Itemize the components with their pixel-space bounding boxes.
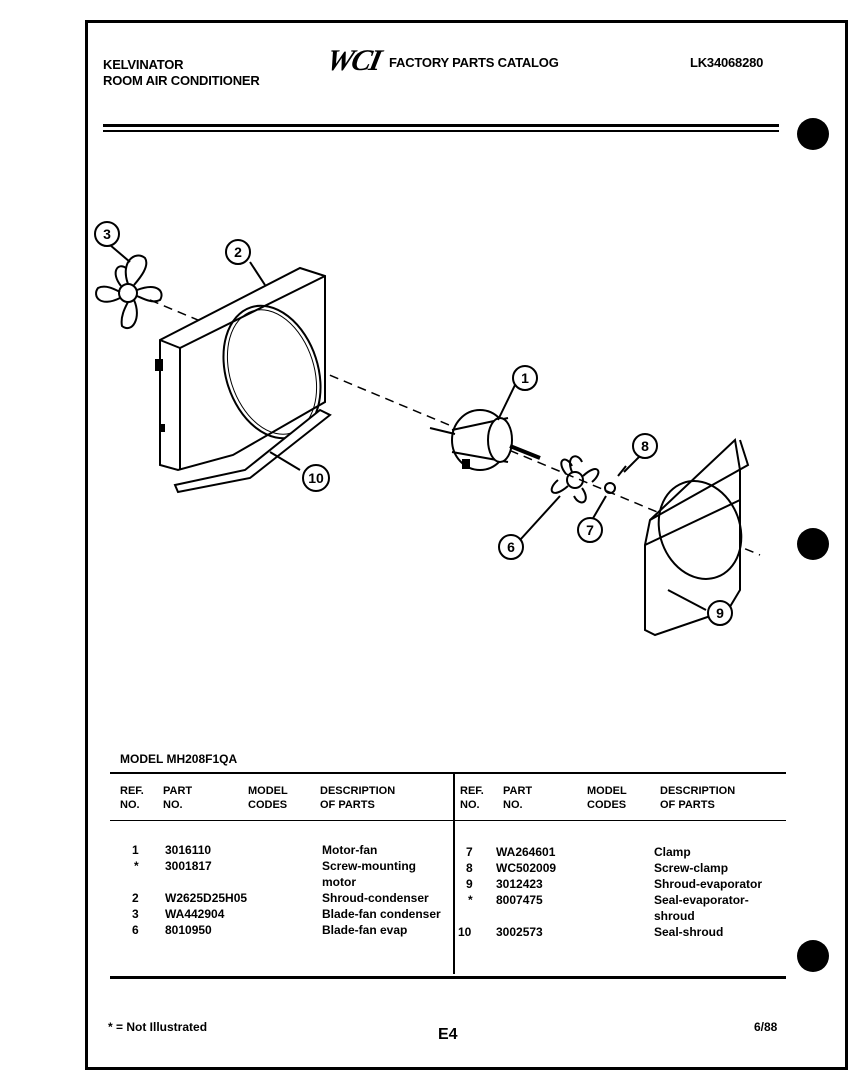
table-header-rule xyxy=(110,820,786,821)
punch-hole-icon xyxy=(797,528,829,560)
col-header-desc: DESCRIPTION OF PARTS xyxy=(660,785,736,811)
ref-cell: 10 xyxy=(458,925,472,939)
brand-name: KELVINATOR xyxy=(103,57,184,72)
fan-motor xyxy=(429,409,541,471)
catalog-number: LK34068280 xyxy=(690,55,764,70)
desc-cell: Shroud-evaporator xyxy=(654,877,763,891)
part-cell: 3016110 xyxy=(165,843,212,857)
part-cell: WA442904 xyxy=(165,907,225,921)
col-header-ref: REF. NO. xyxy=(460,785,484,811)
catalog-title: FACTORY PARTS CATALOG xyxy=(389,55,559,70)
punch-hole-icon xyxy=(797,118,829,150)
ref-cell: 2 xyxy=(132,891,139,905)
product-name: ROOM AIR CONDITIONER xyxy=(103,73,260,88)
part-cell: 3002573 xyxy=(496,925,543,939)
desc-cell: Seal-shroud xyxy=(654,925,724,939)
col-header-part: PART NO. xyxy=(163,785,193,811)
desc-cell: Clamp xyxy=(654,845,691,859)
clamp xyxy=(604,482,616,494)
callout-6: 6 xyxy=(498,534,524,560)
part-cell: WA264601 xyxy=(496,845,556,859)
seal-shroud xyxy=(173,408,332,494)
ref-cell: 9 xyxy=(466,877,473,891)
screw-clamp xyxy=(617,465,627,477)
callout-3: 3 xyxy=(94,221,120,247)
desc-cell: Seal-evaporator- xyxy=(654,893,749,907)
punch-hole-icon xyxy=(797,940,829,972)
desc-cell: Motor-fan xyxy=(322,843,378,857)
col-header-ref: REF. NO. xyxy=(120,785,144,811)
svg-text:8: 8 xyxy=(641,438,649,454)
part-cell: 3012423 xyxy=(496,877,543,891)
desc-cell: shroud xyxy=(654,909,695,923)
page-number: E4 xyxy=(438,1026,458,1043)
svg-text:10: 10 xyxy=(308,470,324,486)
ref-cell: 1 xyxy=(132,843,139,857)
condenser-fan-blade xyxy=(95,254,163,329)
callout-10: 10 xyxy=(302,464,330,492)
exploded-parts-diagram: 3 2 1 8 10 7 6 9 xyxy=(94,221,761,637)
svg-text:2: 2 xyxy=(234,244,242,260)
part-cell: WC502009 xyxy=(496,861,557,875)
callout-8: 8 xyxy=(632,433,658,459)
part-cell: 8010950 xyxy=(165,923,212,937)
col-header-codes: MODEL CODES xyxy=(587,785,627,811)
parts-table: REF. NO. PART NO. MODEL CODES DESCRIPTIO… xyxy=(110,772,786,979)
ref-cell: 6 xyxy=(132,923,139,937)
svg-text:6: 6 xyxy=(507,539,515,555)
desc-cell: Blade-fan condenser xyxy=(322,907,441,921)
ref-cell: 3 xyxy=(132,907,139,921)
col-header-desc: DESCRIPTION OF PARTS xyxy=(320,785,396,811)
svg-text:1: 1 xyxy=(521,370,529,386)
ref-cell: * xyxy=(134,859,139,873)
col-header-part: PART NO. xyxy=(503,785,533,811)
table-divider xyxy=(453,774,455,974)
page-frame xyxy=(85,20,848,1070)
ref-cell: 8 xyxy=(466,861,473,875)
evaporator-fan-blade xyxy=(550,455,600,504)
callout-1: 1 xyxy=(512,365,538,391)
desc-cell: Screw-mounting xyxy=(322,859,417,873)
part-cell: 3001817 xyxy=(165,859,212,873)
ref-cell: * xyxy=(468,893,473,907)
evaporator-shroud xyxy=(644,437,750,637)
part-cell: W2625D25H05 xyxy=(165,891,248,905)
not-illustrated-note: * = Not Illustrated xyxy=(108,1020,208,1034)
revision-date: 6/88 xyxy=(754,1020,778,1034)
svg-text:7: 7 xyxy=(586,522,594,538)
ref-cell: 7 xyxy=(466,845,473,859)
model-number: MODEL MH208F1QA xyxy=(120,752,238,766)
svg-text:9: 9 xyxy=(716,605,724,621)
part-cell: 8007475 xyxy=(496,893,543,907)
callout-9: 9 xyxy=(707,600,733,626)
col-header-codes: MODEL CODES xyxy=(248,785,288,811)
header-rule-thin xyxy=(103,130,779,132)
desc-cell: Blade-fan evap xyxy=(322,923,408,937)
desc-cell: Screw-clamp xyxy=(654,861,729,875)
desc-cell: motor xyxy=(322,875,356,889)
callout-7: 7 xyxy=(577,517,603,543)
callout-2: 2 xyxy=(225,239,251,265)
svg-text:3: 3 xyxy=(103,226,111,242)
header-rule xyxy=(103,124,779,127)
condenser-shroud xyxy=(155,266,326,472)
desc-cell: Shroud-condenser xyxy=(322,891,429,905)
